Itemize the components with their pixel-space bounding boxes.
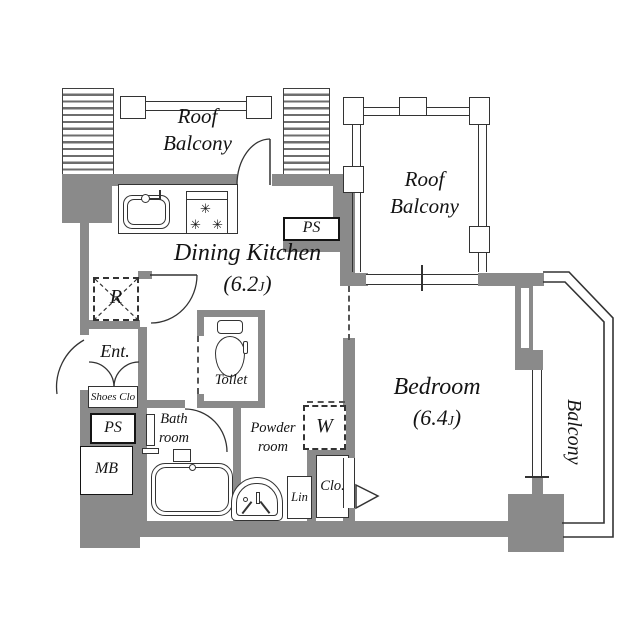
- toilet-tank-icon: [217, 320, 243, 334]
- wall: [88, 320, 140, 329]
- wall: [272, 174, 345, 186]
- pipe-space-left-box: [90, 413, 136, 444]
- bedroom-label: Bedroom (6.4J): [393, 374, 481, 430]
- bathtub-inner: [155, 467, 229, 512]
- sliding-opening-dk-bedroom: [348, 286, 350, 340]
- shoes-closet-doors: [88, 361, 140, 388]
- linen-box: [287, 476, 312, 519]
- wall: [80, 390, 89, 407]
- toilet-label: Toilet: [214, 372, 248, 388]
- stove-burner-icon: ✳: [190, 217, 201, 232]
- railing-bar: [132, 101, 252, 111]
- wall: [478, 273, 544, 286]
- faucet-icon: [141, 194, 150, 203]
- door-entrance: [55, 339, 85, 395]
- shower-unit-icon: [146, 414, 155, 446]
- mb-label: MB: [94, 460, 119, 477]
- washer-space: [303, 405, 346, 450]
- closet-label: Clo.: [320, 478, 345, 494]
- wall: [62, 174, 237, 186]
- wall: [515, 350, 543, 370]
- railing-post: [120, 96, 146, 119]
- window-bedroom-right: [532, 370, 542, 478]
- closet-opening: [343, 458, 355, 508]
- wall: [340, 212, 355, 286]
- wall: [343, 338, 355, 458]
- shower-base-icon: [142, 448, 159, 454]
- bathtub-drain-icon: [189, 464, 196, 471]
- dining-kitchen-label: Dining Kitchen (6.2J): [173, 240, 322, 296]
- wall: [80, 223, 89, 335]
- dashed-opening-washer: [307, 401, 345, 403]
- window-tick: [525, 476, 549, 478]
- wall: [307, 448, 350, 456]
- toilet-handle-icon: [243, 341, 248, 354]
- stove-burner-icon: ✳: [200, 201, 211, 216]
- vanity-faucet-icon: [256, 492, 260, 504]
- washer-label: W: [316, 415, 333, 437]
- toilet-bowl-icon: [215, 336, 245, 377]
- stove: [186, 191, 228, 234]
- railing-post: [469, 97, 490, 125]
- wall-bottom: [133, 521, 510, 537]
- wall: [532, 478, 543, 496]
- wall-pillar: [508, 494, 564, 552]
- vanity-drain-icon: [243, 497, 248, 502]
- ps-left-label: PS: [104, 419, 122, 436]
- shoes-closet-label: Shoes Clo: [90, 391, 136, 403]
- railing-post: [343, 166, 364, 193]
- hatched-wall-block-left: [62, 88, 114, 175]
- railing-post: [469, 226, 490, 253]
- pipe-space-top-box: [283, 217, 340, 241]
- wall: [283, 241, 355, 252]
- balcony-label: Balcony: [563, 399, 585, 465]
- refrigerator-label: R: [109, 286, 123, 308]
- kitchen-sink-inner: [127, 199, 166, 225]
- toilet-door-opening: [197, 336, 204, 394]
- wall: [138, 327, 147, 523]
- hatched-wall-block-mid: [283, 88, 330, 175]
- railing-post: [246, 96, 272, 119]
- vanity-sink-inner: [236, 483, 278, 516]
- closet-door-triangle: [355, 483, 380, 510]
- wall-slot: [521, 288, 529, 348]
- stove-line: [187, 199, 227, 201]
- ps-top-label: PS: [302, 219, 321, 236]
- linen-label: Lin: [291, 490, 308, 504]
- wall: [147, 400, 185, 408]
- meter-box: [80, 446, 133, 495]
- railing-post: [399, 97, 427, 116]
- roof-balcony-left-label: Roof Balcony: [163, 104, 232, 155]
- railing-post: [343, 97, 364, 125]
- entrance-label: Ent.: [100, 341, 130, 361]
- roof-balcony-right-label: Roof Balcony: [390, 167, 459, 218]
- window-tick: [421, 265, 423, 291]
- bath-shelf-icon: [173, 449, 191, 462]
- faucet-icon: [159, 190, 161, 199]
- wall: [138, 271, 152, 279]
- wall: [343, 273, 368, 286]
- stove-burner-icon: ✳: [212, 217, 223, 232]
- faucet-icon: [150, 198, 161, 200]
- wall: [233, 408, 241, 521]
